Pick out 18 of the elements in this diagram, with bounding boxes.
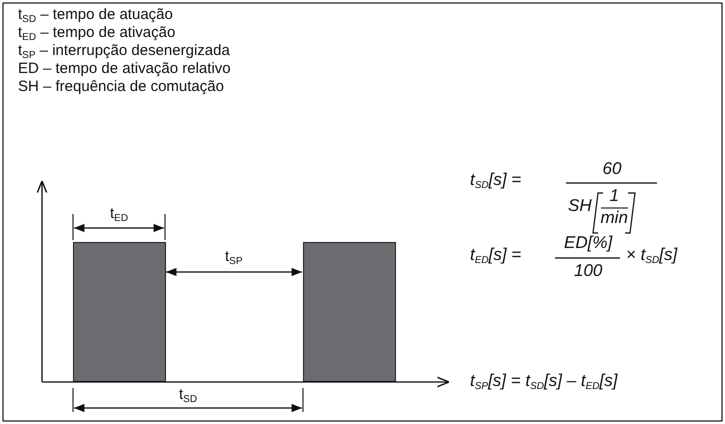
dimension-label: t$_{SD}$ (179, 386, 198, 404)
numerator-text: 1 (610, 187, 619, 205)
formula-text: t$_{ED}$[s] = (470, 246, 522, 264)
formula-text: × t$_{SD}$[s] (626, 246, 678, 264)
denominator-text: 100 (574, 262, 602, 280)
legend-text: t$_{SD}$ – tempo de atuação (18, 6, 173, 24)
legend-text: ED – tempo de ativação relativo (18, 60, 231, 78)
numerator-text: 60 (602, 160, 622, 178)
dimension-label: t$_{SP}$ (225, 248, 243, 266)
legend-text: SH – frequência de comutação (18, 78, 224, 96)
formula-text: t$_{SD}$[s] = (470, 171, 522, 189)
denominator-text: min (600, 209, 628, 227)
legend-text: t$_{SP}$ – interrupção desenergizada (18, 42, 230, 60)
dimension-label: t$_{ED}$ (110, 205, 128, 223)
numerator-text: ED[%] (564, 234, 612, 252)
formula-text: t$_{SP}$[s] = t$_{SD}$[s] – t$_{ED}$[s] (470, 372, 618, 390)
denominator-text: SH (568, 197, 592, 215)
legend-text: t$_{ED}$ – tempo de ativação (18, 24, 176, 42)
